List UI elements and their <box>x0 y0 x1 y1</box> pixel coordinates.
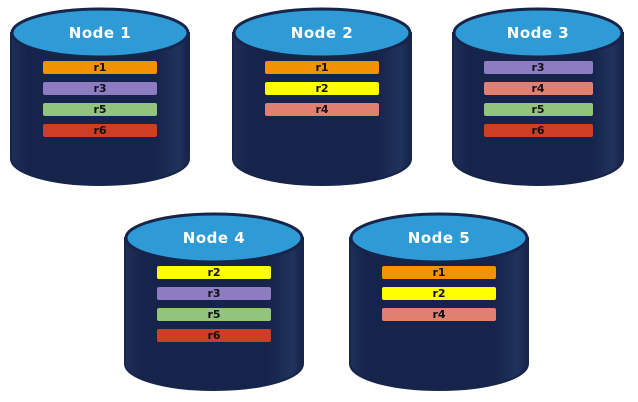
node-3-top-disc <box>452 7 624 59</box>
shard-label-r3: r3 <box>93 82 107 95</box>
node-1-top-disc <box>10 7 190 59</box>
node-5-top-disc <box>349 212 529 264</box>
shard-label-r1: r1 <box>432 266 446 279</box>
node-1-shard-list: r1 r3 r5 r6 <box>10 61 190 137</box>
shard-label-r6: r6 <box>207 329 221 342</box>
shard-bar-r2[interactable]: r2 <box>265 82 379 95</box>
shard-bar-r2[interactable]: r2 <box>382 287 496 300</box>
shard-label-r1: r1 <box>315 61 329 74</box>
node-2-top-disc <box>232 7 412 59</box>
shard-label-r4: r4 <box>432 308 446 321</box>
shard-label-r2: r2 <box>432 287 446 300</box>
shard-bar-r5[interactable]: r5 <box>43 103 157 116</box>
node-4-top-disc <box>124 212 304 264</box>
shard-bar-r1[interactable]: r1 <box>382 266 496 279</box>
shard-bar-r3[interactable]: r3 <box>43 82 157 95</box>
shard-bar-r6[interactable]: r6 <box>43 124 157 137</box>
shard-bar-r3[interactable]: r3 <box>483 61 593 74</box>
shard-label-r5: r5 <box>207 308 221 321</box>
shard-label-r3: r3 <box>531 61 545 74</box>
shard-bar-r5[interactable]: r5 <box>483 103 593 116</box>
node-5-shard-list: r1 r2 r4 <box>349 266 529 321</box>
shard-bar-r1[interactable]: r1 <box>265 61 379 74</box>
node-4-shard-list: r2 r3 r5 r6 <box>124 266 304 342</box>
shard-bar-r4[interactable]: r4 <box>265 103 379 116</box>
shard-label-r6: r6 <box>93 124 107 137</box>
shard-label-r6: r6 <box>531 124 545 137</box>
shard-bar-r6[interactable]: r6 <box>157 329 271 342</box>
shard-label-r3: r3 <box>207 287 221 300</box>
shard-bar-r4[interactable]: r4 <box>483 82 593 95</box>
shard-label-r5: r5 <box>531 103 545 116</box>
shard-bar-r3[interactable]: r3 <box>157 287 271 300</box>
shard-label-r4: r4 <box>531 82 545 95</box>
shard-label-r1: r1 <box>93 61 107 74</box>
shard-bar-r4[interactable]: r4 <box>382 308 496 321</box>
shard-label-r5: r5 <box>93 103 107 116</box>
shard-bar-r1[interactable]: r1 <box>43 61 157 74</box>
shard-bar-r5[interactable]: r5 <box>157 308 271 321</box>
shard-label-r4: r4 <box>315 103 329 116</box>
shard-bar-r6[interactable]: r6 <box>483 124 593 137</box>
node-3-shard-list: r3 r4 r5 r6 <box>452 61 624 137</box>
shard-bar-r2[interactable]: r2 <box>157 266 271 279</box>
node-2-shard-list: r1 r2 r4 <box>232 61 412 116</box>
shard-label-r2: r2 <box>315 82 329 95</box>
shard-label-r2: r2 <box>207 266 221 279</box>
